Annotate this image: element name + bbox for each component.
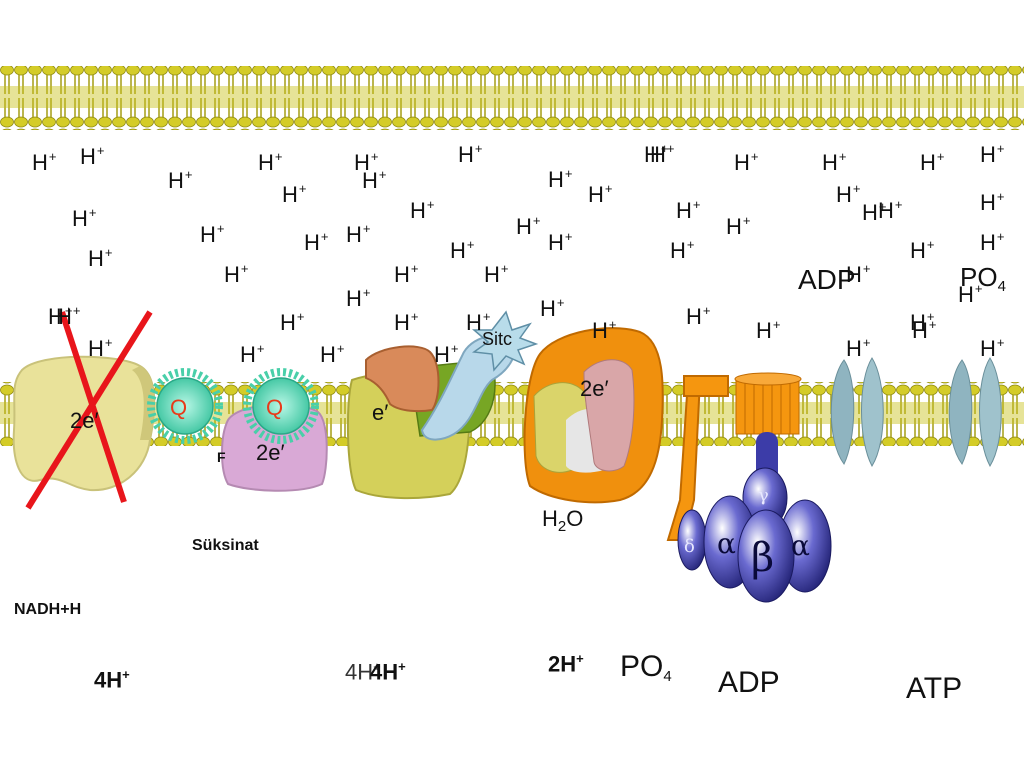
proton-label: H+ — [354, 149, 379, 175]
proton-label: H+ — [32, 149, 57, 175]
succinate-label: Süksinat — [192, 537, 259, 554]
proton-label: H+ — [540, 295, 565, 321]
proton-label: H+ — [450, 237, 475, 263]
quinone-2-label: Q — [266, 395, 284, 420]
po4-top-label: PO4 — [960, 262, 1006, 295]
proton-label: H+ — [686, 303, 711, 329]
complex-1 — [12, 310, 156, 510]
proton-label: H+ — [548, 166, 573, 192]
c-ring — [734, 372, 802, 435]
proton-label: H+ — [980, 141, 1005, 167]
proton-label: H+ — [72, 205, 97, 231]
proton-label: H+ — [88, 335, 113, 361]
complex1-electrons: 2e′ — [70, 408, 99, 433]
proton-label: H+ — [410, 197, 435, 223]
proton-label: H+ — [346, 221, 371, 247]
outer-membrane-core — [0, 86, 1024, 108]
proton-label: H+ — [88, 245, 113, 271]
proton-label: H+ — [846, 261, 871, 287]
quinone-1-label: Q — [170, 395, 188, 420]
complex4-proton-label: 2H+ — [548, 651, 584, 677]
beta-subunit-label: β — [751, 535, 775, 581]
proton-label: H+ — [756, 317, 781, 343]
proton-label: H+ — [282, 181, 307, 207]
proton-label: H+ — [458, 141, 483, 167]
po4-bottom-label: PO4 — [620, 650, 672, 685]
proton-label: H+ — [240, 341, 265, 367]
proton-label: H+ — [726, 213, 751, 239]
proton-label: H+ — [304, 229, 329, 255]
proton-label: H+ — [846, 335, 871, 361]
proton-label: H+ — [258, 149, 283, 175]
complex2-electrons: 2e′ — [256, 440, 285, 465]
alpha-left-subunit-label: α — [717, 527, 736, 560]
alpha-right-subunit-label: α — [791, 529, 810, 562]
complex4-electrons: 2e′ — [580, 376, 609, 401]
proton-label: H+ — [484, 261, 509, 287]
water-label: H2O — [542, 506, 584, 535]
complex1-proton-label: 4H+ — [94, 667, 130, 693]
proton-label: H+ — [862, 199, 887, 225]
proton-label: H+ — [280, 309, 305, 335]
proton-label: H+ — [466, 309, 491, 335]
complex3-proton-label: 4H+ — [370, 659, 406, 685]
outer-membrane — [0, 66, 1024, 130]
cytochrome-c-label: Sitc — [482, 329, 513, 349]
quinone-1 — [147, 368, 223, 444]
proton-label: H+ — [910, 309, 935, 335]
adp-bottom-label: ADP — [718, 666, 780, 699]
proton-label: H+ — [836, 181, 861, 207]
complex2-fragment: F — [217, 449, 226, 465]
proton-label: H+ — [80, 143, 105, 169]
adp-top-label: ADP — [798, 264, 856, 295]
proton-label: H+ — [394, 309, 419, 335]
delta-subunit-label: δ — [684, 536, 695, 557]
proton-label: H+ — [980, 229, 1005, 255]
proton-label: H+ — [822, 149, 847, 175]
nadh-label: NADH+H — [14, 601, 82, 618]
proton-label: H+ — [394, 261, 419, 287]
proton-label: H+ — [644, 141, 669, 167]
proton-label: H+ — [588, 181, 613, 207]
cross-line-2 — [25, 310, 153, 510]
proton-label: H+ — [734, 149, 759, 175]
proton-label: H+ — [320, 341, 345, 367]
proton-label: H+ — [592, 317, 617, 343]
cytochrome-c — [471, 310, 539, 372]
complex3-electron: e′ — [372, 400, 389, 425]
proton-label: H+ — [980, 335, 1005, 361]
proton-label: H+ — [362, 167, 387, 193]
proton-label: H+ — [650, 141, 675, 167]
proton-label: H+ — [200, 221, 225, 247]
proton-label: H+ — [434, 341, 459, 367]
gamma-subunit-label: γ — [758, 485, 769, 506]
proton-label: H+ — [670, 237, 695, 263]
proton-label: H+ — [168, 167, 193, 193]
complex3-proton-ghost-label: 4H+ — [345, 659, 381, 685]
proton-label: H+ — [980, 189, 1005, 215]
proton-label: H+ — [48, 303, 73, 329]
complex-4 — [523, 327, 664, 504]
proton-label: H+ — [920, 149, 945, 175]
quinone-2 — [243, 368, 319, 444]
proton-label: H+ — [910, 237, 935, 263]
complex-3 — [346, 334, 516, 500]
proton-label: H+ — [56, 303, 81, 329]
transporter-1 — [830, 357, 884, 468]
proton-label: H+ — [224, 261, 249, 287]
proton-label: H+ — [548, 229, 573, 255]
atp-label: ATP — [906, 672, 963, 705]
proton-label: H+ — [676, 197, 701, 223]
proton-label: H+ — [878, 197, 903, 223]
proton-label: H+ — [958, 281, 983, 307]
proton-label: H+ — [346, 285, 371, 311]
transporter-2 — [948, 357, 1002, 468]
proton-label: H+ — [516, 213, 541, 239]
proton-label: H+ — [912, 317, 937, 343]
atp-synthase — [666, 372, 832, 603]
